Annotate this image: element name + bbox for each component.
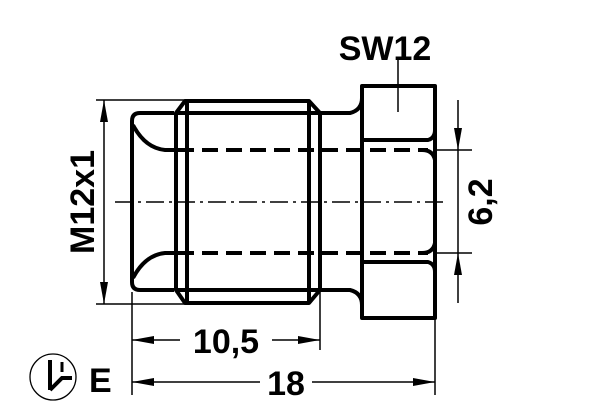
thread-label: M12x1: [64, 150, 102, 254]
thread-length-label: 10,5: [193, 323, 259, 361]
material-symbol-icon: E: [29, 353, 112, 401]
wrench-size-label: SW12: [339, 30, 432, 68]
wrench-size-dimension: SW12: [339, 30, 432, 112]
total-length-dimension: 18: [132, 318, 436, 403]
material-code-label: E: [89, 362, 112, 400]
bore-dimension: 6,2: [437, 100, 500, 303]
thread-dimension: M12x1: [64, 99, 185, 305]
bore-label: 6,2: [462, 178, 500, 225]
total-length-label: 18: [267, 365, 305, 403]
thread-length-dimension: 10,5: [131, 292, 321, 395]
